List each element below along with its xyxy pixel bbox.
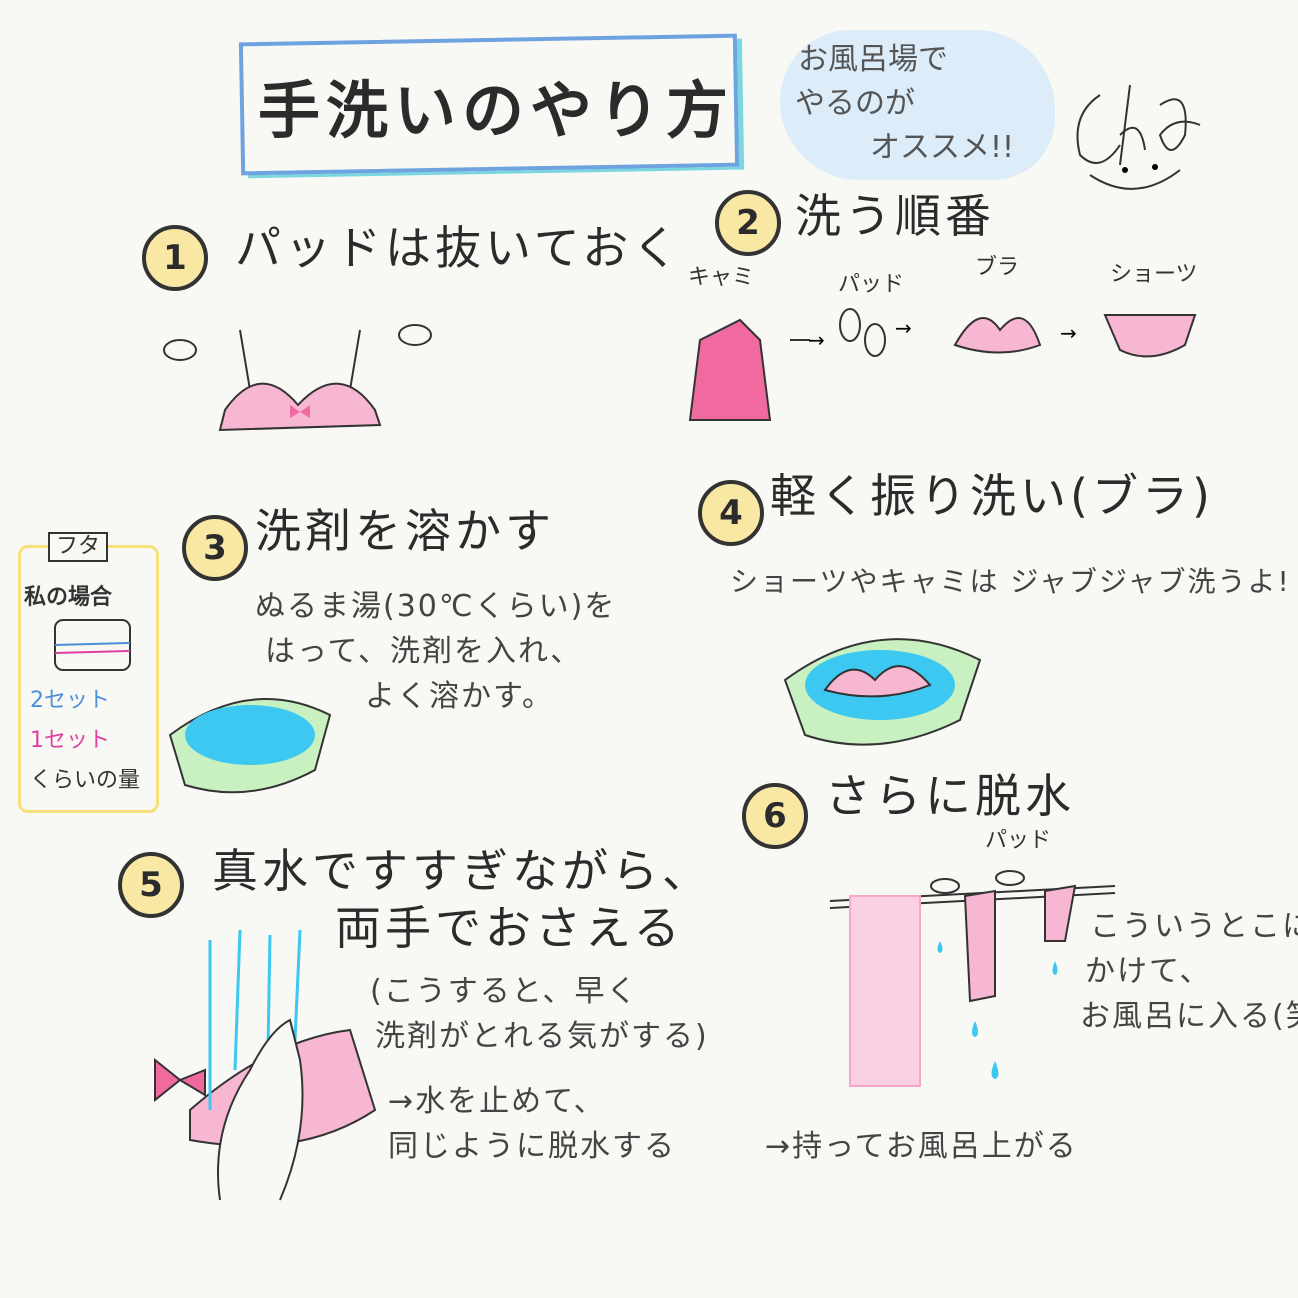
cloud-line: お風呂場で — [798, 42, 948, 77]
basin-bra-illustration — [783, 638, 982, 746]
cap-icon — [54, 619, 131, 671]
wash-order-illustration: → → → — [688, 308, 1197, 421]
svg-text:→: → — [1060, 321, 1077, 345]
cloud-line: やるのが — [795, 86, 915, 121]
step-5-heading: 真水ですすぎながら、 — [212, 844, 712, 898]
step-6-text: こういうとこに — [1090, 909, 1298, 944]
order-label-pad: パッド — [838, 272, 905, 297]
step-4-heading: 軽く振り洗い(ブラ) — [770, 469, 1214, 523]
drying-bar-illustration — [829, 870, 1116, 1087]
step-5-text: (こうすると、早く — [370, 974, 639, 1009]
step-3-text: はって、洗剤を入れ、 — [265, 634, 583, 669]
one-set-label: 1セット — [30, 728, 110, 753]
lid-label: フタ — [48, 532, 109, 562]
step-1-badge: 1 — [142, 225, 208, 291]
step-4-badge: 4 — [698, 480, 764, 546]
sidebox-title: 私の場合 — [24, 585, 113, 610]
order-label-shorts: ショーツ — [1110, 262, 1198, 287]
step-6-text: お風呂に入る(笑) — [1080, 999, 1298, 1034]
two-set-label: 2セット — [30, 688, 110, 713]
order-label-camisole: キャミ — [688, 265, 755, 290]
step-3-heading: 洗剤を溶かす — [255, 504, 555, 558]
step-5-text: →水を止めて、 — [388, 1084, 606, 1119]
step-6-badge: 6 — [742, 783, 808, 849]
step-5-badge: 5 — [118, 852, 184, 918]
svg-text:→: → — [895, 316, 912, 340]
step-2-badge: 2 — [715, 190, 781, 256]
step-2-heading: 洗う順番 — [795, 189, 995, 243]
page-title: 手洗いのやり方 — [258, 74, 735, 147]
signature-logo — [1076, 84, 1201, 190]
step-3-text: ぬるま湯(30℃くらい)を — [255, 589, 617, 624]
bra-illustration — [163, 324, 432, 432]
pad-label: パッド — [985, 828, 1052, 853]
step-6-footer: →持ってお風呂上がる — [765, 1129, 1078, 1164]
basin-water-illustration — [168, 698, 332, 794]
order-label-bra: ブラ — [975, 255, 1020, 280]
step-4-text: ショーツやキャミは ジャブジャブ洗うよ! — [730, 565, 1291, 598]
step-1-heading: パッドは抜いておく — [235, 221, 683, 275]
step-5-text: 同じように脱水する — [388, 1129, 676, 1164]
cloud-line: オススメ!! — [870, 130, 1015, 165]
step-3-badge: 3 — [182, 515, 248, 581]
amount-label: くらいの量 — [30, 768, 141, 793]
svg-text:→: → — [808, 328, 825, 352]
step-5-text: 洗剤がとれる気がする) — [375, 1019, 709, 1054]
step-3-text: よく溶かす。 — [365, 679, 554, 714]
step-6-text: かけて、 — [1085, 954, 1212, 989]
step-5-heading: 両手でおさえる — [335, 901, 684, 955]
step-6-heading: さらに脱水 — [825, 769, 1075, 823]
tip-cloud — [780, 30, 1055, 180]
rinsing-hands-illustration — [154, 930, 377, 1201]
